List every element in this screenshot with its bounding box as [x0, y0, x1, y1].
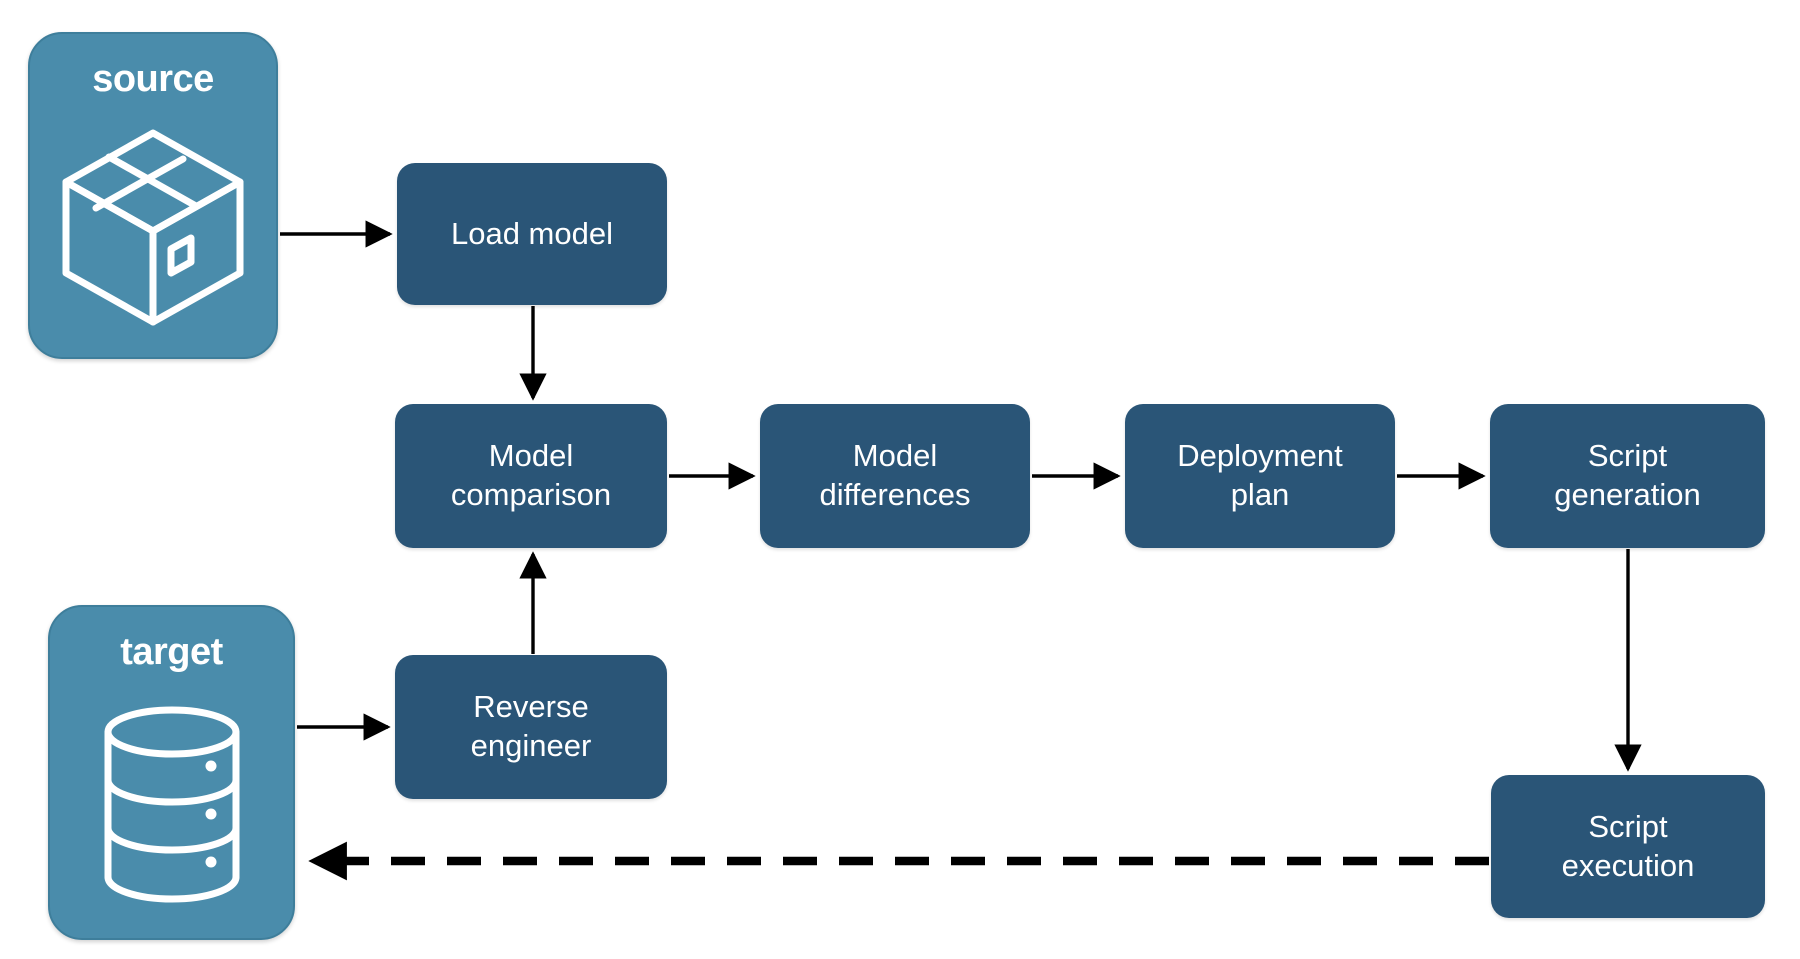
endpoint-card-source[interactable]: source [28, 32, 278, 359]
node-label-reverse-engineer: Reverse engineer [470, 689, 592, 763]
node-label-deployment-plan: Deployment plan [1177, 438, 1343, 512]
endpoint-card-target[interactable]: target [48, 605, 295, 940]
node-label-model-differences: Model differences [819, 438, 971, 512]
node-script-execution[interactable]: Script execution [1491, 775, 1765, 918]
node-label-model-comparison: Model comparison [450, 438, 612, 512]
package-box-icon [30, 98, 276, 357]
node-model-differences[interactable]: Model differences [760, 404, 1030, 548]
node-reverse-engineer[interactable]: Reverse engineer [395, 655, 667, 799]
endpoint-label-source: source [92, 58, 214, 100]
node-load-model[interactable]: Load model [397, 163, 667, 305]
node-label-script-generation: Script generation [1554, 438, 1701, 512]
node-label-script-execution: Script execution [1561, 808, 1695, 883]
node-label-load-model: Load model [450, 215, 613, 251]
endpoint-label-target: target [120, 631, 223, 673]
database-cylinder-icon [50, 671, 293, 938]
node-model-comparison[interactable]: Model comparison [395, 404, 667, 548]
node-script-generation[interactable]: Script generation [1490, 404, 1765, 548]
node-deployment-plan[interactable]: Deployment plan [1125, 404, 1395, 548]
